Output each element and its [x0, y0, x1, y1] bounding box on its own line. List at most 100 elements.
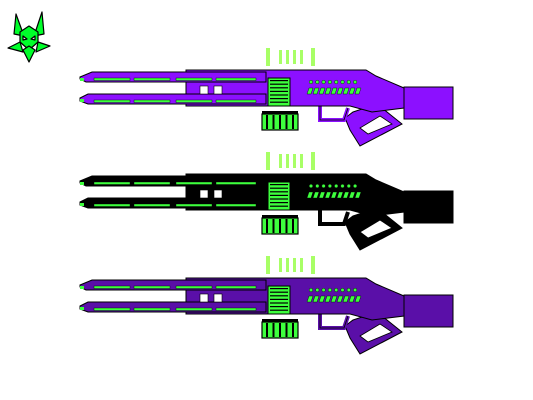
magazine-rib [292, 219, 294, 233]
barrel-vent [133, 99, 171, 103]
wolf-logo [7, 11, 51, 63]
indicator-slat [312, 191, 320, 199]
grip-cutout [359, 323, 393, 343]
power-cell-rib [270, 80, 288, 82]
indicator-dot [327, 79, 332, 84]
indicator-dot [334, 287, 339, 292]
magazine-rib [272, 115, 275, 129]
magazine-rib [272, 219, 275, 233]
indicator-slat [318, 295, 326, 303]
indicator-slat [342, 87, 350, 95]
power-cell-rib [270, 191, 288, 193]
indicator-slat [354, 191, 362, 199]
barrel-vent [215, 203, 257, 207]
indicator-slat [306, 87, 314, 95]
barrel-vent [133, 181, 171, 185]
sight-post [266, 152, 270, 170]
sight-post [293, 50, 296, 64]
indicator-dot [340, 287, 345, 292]
indicator-dot [340, 183, 345, 188]
indicator-slat [306, 191, 314, 199]
power-cell-rib [270, 194, 288, 196]
barrel-vent [133, 77, 171, 81]
indicator-dot [346, 287, 351, 292]
indicator-slat [348, 295, 356, 303]
rifle-stock [403, 190, 454, 224]
barrel-tip [80, 203, 84, 206]
magazine-rib [266, 323, 268, 337]
indicator-dot [346, 79, 351, 84]
barrel-vent [93, 285, 131, 289]
indicator-dot [309, 287, 314, 292]
sight-post [311, 152, 315, 170]
indicator-slat [342, 191, 350, 199]
rifle-stock [403, 86, 454, 120]
rifle-indigo [79, 256, 454, 355]
power-cell-rib [270, 198, 288, 200]
frame-window [199, 85, 209, 95]
indicator-slat [330, 87, 338, 95]
barrel-vent [175, 307, 213, 311]
magazine-rib [279, 323, 281, 337]
indicator-dot [309, 183, 314, 188]
indicator-dot [327, 287, 332, 292]
power-cell-rib [270, 291, 288, 293]
sight-post [286, 50, 289, 64]
indicator-dot [346, 183, 351, 188]
indicator-slat [336, 191, 344, 199]
power-cell-rib [270, 87, 288, 89]
indicator-slat [324, 87, 332, 95]
indicator-dot [353, 79, 358, 84]
sight-post [293, 258, 296, 272]
magazine-cap [262, 319, 298, 322]
sight-post [300, 50, 303, 64]
frame-window [213, 293, 223, 303]
barrel-vent [93, 181, 131, 185]
sight-post [279, 50, 282, 64]
magazine-rib [285, 219, 288, 233]
power-cell-rib [270, 205, 288, 207]
barrel-vent [133, 203, 171, 207]
sight-post [311, 48, 315, 66]
barrel-vent [93, 203, 131, 207]
power-cell-rib [270, 202, 288, 204]
power-cell-rib [270, 187, 288, 189]
magazine-rib [266, 219, 268, 233]
sight-post [300, 154, 303, 168]
barrel-vent [133, 307, 171, 311]
barrel-vent [215, 307, 257, 311]
barrel-vent [93, 307, 131, 311]
barrel-vent [175, 181, 213, 185]
indicator-dot [334, 79, 339, 84]
magazine-rib [272, 323, 275, 337]
sight-post [293, 154, 296, 168]
trigger-guard-outline [319, 208, 349, 225]
indicator-dot [315, 79, 320, 84]
barrel-vent [215, 285, 257, 289]
frame-window [199, 189, 209, 199]
indicator-slat [336, 87, 344, 95]
rifle-violet [79, 48, 454, 147]
barrel-tip [80, 182, 84, 185]
barrel-vent [133, 285, 171, 289]
magazine-rib [279, 115, 281, 129]
magazine-rib [279, 219, 281, 233]
power-cell-rib [270, 302, 288, 304]
indicator-dot [353, 183, 358, 188]
grip-cutout [359, 115, 393, 135]
indicator-slat [306, 295, 314, 303]
power-cell-rib [270, 94, 288, 96]
sight-post [286, 154, 289, 168]
grip-cutout [359, 219, 393, 239]
magazine-rib [266, 115, 268, 129]
frame-window [213, 85, 223, 95]
barrel-vent [175, 77, 213, 81]
sight-post [279, 154, 282, 168]
indicator-slat [342, 295, 350, 303]
indicator-dot [315, 183, 320, 188]
power-cell-rib [270, 184, 288, 186]
barrel-vent [215, 181, 257, 185]
indicator-slat [324, 191, 332, 199]
sight-post [311, 256, 315, 274]
